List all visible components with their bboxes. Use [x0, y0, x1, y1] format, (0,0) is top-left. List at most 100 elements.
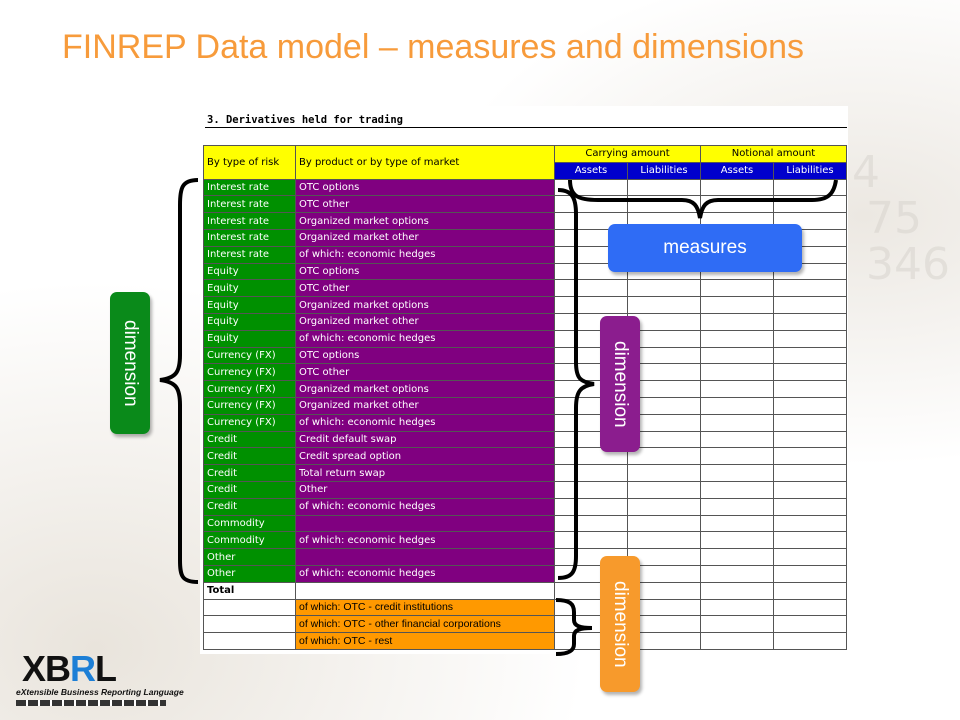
background-decoration: 4 75 346 — [852, 147, 950, 290]
blank-cell — [203, 598, 296, 617]
col-header-product: By product or by type of market — [295, 145, 555, 180]
value-cell — [627, 615, 701, 634]
risk-cell: Currency (FX) — [203, 413, 296, 432]
risk-cell: Currency (FX) — [203, 363, 296, 382]
risk-cell: Equity — [203, 279, 296, 298]
product-cell: Total return swap — [295, 464, 555, 482]
derivatives-table: By type of risk By product or by type of… — [203, 145, 847, 650]
risk-cell: Credit — [203, 447, 296, 466]
value-cell — [700, 296, 774, 314]
sheet-heading: 3. Derivatives held for trading — [207, 114, 403, 126]
dimension-label-counterparty: dimension — [600, 556, 640, 692]
product-cell: of which: economic hedges — [295, 413, 555, 432]
risk-cell: Currency (FX) — [203, 396, 296, 415]
heading-rule — [205, 127, 847, 128]
value-cell — [700, 430, 774, 449]
value-cell — [773, 296, 847, 314]
product-cell: of which: economic hedges — [295, 497, 555, 516]
risk-cell: Credit — [203, 480, 296, 499]
header-row: By type of risk By product or by type of… — [203, 145, 847, 180]
value-cell — [700, 447, 774, 466]
value-cell — [773, 430, 847, 449]
value-cell — [554, 212, 628, 230]
ofwhich-cell: of which: OTC - other financial corporat… — [295, 615, 555, 634]
value-cell — [700, 329, 774, 348]
risk-cell: Other — [203, 564, 296, 583]
col-header-liabilities: Liabilities — [627, 161, 701, 180]
product-cell: Other — [295, 480, 555, 499]
risk-cell: Credit — [203, 464, 296, 482]
product-cell: of which: economic hedges — [295, 531, 555, 550]
measures-label: measures — [608, 224, 802, 272]
value-cell — [773, 581, 847, 600]
table-row: Other — [203, 548, 847, 566]
value-cell — [700, 464, 774, 482]
table-row: Currency (FX)OTC other — [203, 363, 847, 382]
table-row: Currency (FX)Organized market other — [203, 396, 847, 415]
blank-cell — [203, 632, 296, 650]
value-cell — [554, 531, 628, 550]
measures-brace — [568, 179, 838, 219]
risk-cell: Other — [203, 548, 296, 566]
col-header-assets: Assets — [700, 161, 774, 180]
risk-cell: Equity — [203, 262, 296, 281]
product-cell — [295, 548, 555, 566]
value-cell — [773, 464, 847, 482]
value-cell — [773, 632, 847, 650]
logo-stripes — [16, 700, 166, 706]
value-cell — [554, 464, 628, 482]
value-cell — [627, 178, 701, 197]
risk-cell: Interest rate — [203, 245, 296, 264]
col-group-notional-amount: Notional amount — [700, 145, 847, 163]
value-cell — [700, 615, 774, 634]
table-row: Commodity — [203, 514, 847, 533]
ofwhich-cell: of which: OTC - rest — [295, 632, 555, 650]
risk-cell: Equity — [203, 296, 296, 314]
product-cell: of which: economic hedges — [295, 564, 555, 583]
bottom-dimension-brace — [555, 598, 593, 656]
value-cell — [627, 531, 701, 550]
value-cell — [554, 548, 628, 566]
value-cell — [773, 413, 847, 432]
value-cell — [627, 312, 701, 331]
value-cell — [627, 598, 701, 617]
value-cell — [773, 346, 847, 365]
value-cell — [700, 480, 774, 499]
col-header-risk: By type of risk — [203, 145, 296, 180]
value-cell — [627, 430, 701, 449]
risk-cell: Interest rate — [203, 212, 296, 230]
dimension-label-product: dimension — [600, 316, 640, 452]
left-dimension-brace — [159, 178, 199, 584]
value-cell — [700, 632, 774, 650]
risk-cell: Currency (FX) — [203, 380, 296, 398]
product-cell: Organized market other — [295, 312, 555, 331]
blank-cell — [203, 615, 296, 634]
value-cell — [627, 447, 701, 466]
product-cell: OTC options — [295, 346, 555, 365]
product-cell: of which: economic hedges — [295, 245, 555, 264]
product-cell: of which: economic hedges — [295, 329, 555, 348]
product-cell — [295, 514, 555, 533]
total-label: Total — [203, 581, 296, 600]
total-product-cell — [295, 581, 555, 600]
dimension-label-risk: dimension — [110, 292, 150, 434]
value-cell — [773, 480, 847, 499]
value-cell — [554, 480, 628, 499]
middle-dimension-brace — [557, 188, 595, 580]
value-cell — [700, 497, 774, 516]
logo-wordmark: XBRL — [22, 648, 117, 689]
value-cell — [554, 514, 628, 533]
spreadsheet-image: 3. Derivatives held for trading By type … — [200, 106, 848, 654]
value-cell — [700, 380, 774, 398]
product-cell: OTC other — [295, 195, 555, 214]
product-cell: OTC options — [295, 178, 555, 197]
value-cell — [554, 497, 628, 516]
ofwhich-cell: of which: OTC - credit institutions — [295, 598, 555, 617]
